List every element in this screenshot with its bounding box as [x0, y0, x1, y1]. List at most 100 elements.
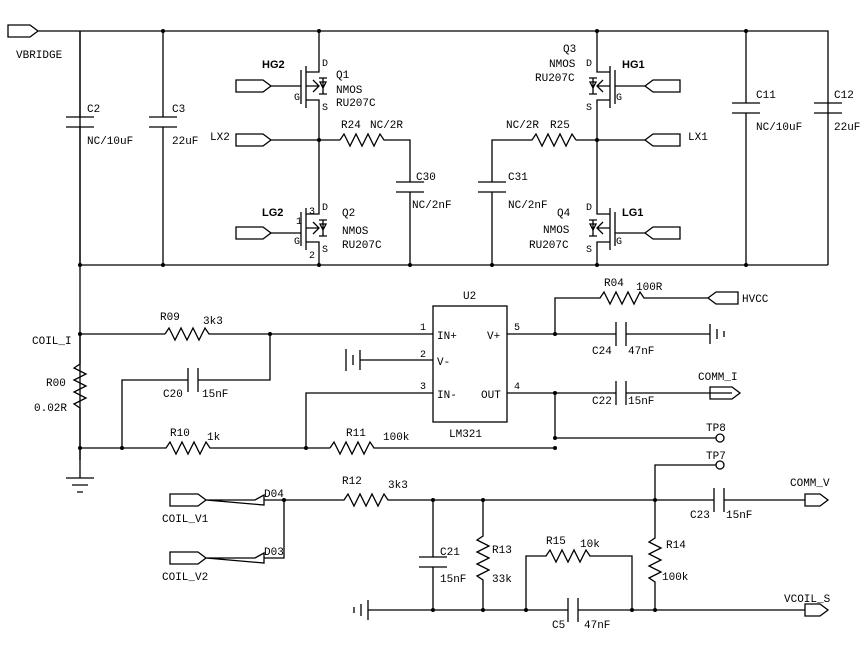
lx2-label: LX2 — [210, 132, 230, 144]
u2-part: LM321 — [449, 429, 482, 441]
r12-value: 3k3 — [388, 480, 408, 492]
c2-ref: C2 — [87, 104, 100, 116]
lg2-port — [235, 226, 273, 240]
u2-opamp — [432, 305, 508, 423]
svg-text:D: D — [586, 203, 592, 214]
q3-mosfet: G D S — [586, 59, 645, 114]
r10-ref: R10 — [170, 428, 190, 440]
r09-ref: R09 — [160, 312, 180, 324]
hg2-port — [235, 79, 273, 93]
r12-ref: R12 — [342, 476, 362, 488]
ground-symbol-1 — [66, 477, 94, 493]
ground-symbol-4 — [353, 600, 369, 620]
c31-ref: C31 — [508, 172, 528, 184]
r14-value: 100k — [662, 572, 689, 584]
c11-ref: C11 — [756, 90, 776, 102]
coil-v1-label: COIL_V1 — [162, 514, 209, 526]
voltage-sense: COIL_V1 COIL_V2 D04 D03 R12 3k3 C21 15nF… — [162, 451, 831, 632]
lx1-label: LX1 — [688, 132, 708, 144]
vbridge-port — [7, 24, 40, 38]
c22-ref: C22 — [592, 396, 612, 408]
q4-part: RU207C — [529, 240, 569, 252]
c5-value: 47nF — [584, 620, 610, 632]
svg-text:V+: V+ — [487, 331, 500, 343]
tp7-testpoint — [715, 460, 725, 470]
lg1-label: LG1 — [622, 207, 643, 219]
vcoil-s-label: VCOIL_S — [784, 594, 831, 606]
c30-ref: C30 — [416, 172, 436, 184]
svg-text:G: G — [294, 93, 300, 104]
svg-text:IN-: IN- — [437, 390, 457, 402]
tp8-testpoint — [715, 433, 725, 443]
lg2-label: LG2 — [262, 207, 283, 219]
hg1-label: HG1 — [622, 59, 645, 71]
q2-mosfet: 1 G 3 2 D S — [271, 203, 328, 262]
r24-ref: R24 — [341, 120, 361, 132]
lx1-port — [643, 133, 681, 147]
coil-i-label: COIL_I — [32, 336, 72, 348]
r11-value: 100k — [383, 432, 410, 444]
svg-text:G: G — [616, 237, 622, 248]
svg-text:V-: V- — [437, 357, 450, 369]
r00-ref: R00 — [46, 378, 66, 390]
svg-text:S: S — [322, 245, 328, 256]
c5-ref: C5 — [552, 620, 565, 632]
r13-value: 33k — [492, 574, 512, 586]
r15-ref: R15 — [546, 536, 566, 548]
c20-value: 15nF — [202, 389, 228, 401]
c22-value: 15nF — [628, 396, 654, 408]
q3-type: NMOS — [549, 59, 576, 71]
r13-ref: R13 — [492, 545, 512, 557]
lg1-port — [643, 226, 681, 240]
r24-value: NC/2R — [370, 120, 403, 132]
r15-value: 10k — [580, 539, 600, 551]
c3-value: 22uF — [172, 136, 198, 148]
r04-ref: R04 — [604, 278, 624, 290]
q4-mosfet: G D S — [586, 203, 645, 256]
svg-text:D: D — [322, 203, 328, 214]
svg-text:G: G — [294, 237, 300, 248]
q2-ref: Q2 — [342, 208, 355, 220]
svg-text:S: S — [586, 245, 592, 256]
vbridge-label: VBRIDGE — [16, 50, 63, 62]
current-sense: COIL_I R00 0.02R R09 3k3 C20 15nF R10 1k… — [32, 263, 769, 493]
r04-value: 100R — [636, 282, 663, 294]
tp8-label: TP8 — [706, 423, 726, 435]
c23-ref: C23 — [690, 510, 710, 522]
hvcc-port — [706, 291, 739, 305]
q1-ref: Q1 — [336, 70, 350, 82]
r00-value: 0.02R — [34, 403, 67, 415]
c21-ref: C21 — [440, 547, 460, 559]
svg-text:2: 2 — [420, 350, 426, 361]
vcoil-s-port — [804, 603, 830, 617]
r10-value: 1k — [207, 432, 221, 444]
svg-text:S: S — [322, 103, 328, 114]
svg-text:D: D — [586, 59, 592, 70]
c2-value: NC/10uF — [87, 136, 133, 148]
svg-text:D: D — [322, 59, 328, 70]
d04-ref: D04 — [264, 489, 284, 501]
r25-ref: R25 — [550, 120, 570, 132]
svg-text:3: 3 — [420, 382, 426, 393]
lx2-port — [235, 133, 273, 147]
c23-value: 15nF — [726, 510, 752, 522]
comm-i-port — [709, 386, 742, 400]
q3-part: RU207C — [535, 73, 575, 85]
r09-value: 3k3 — [203, 316, 223, 328]
q2-type: NMOS — [342, 226, 369, 238]
c12-ref: C12 — [834, 90, 854, 102]
r14-ref: R14 — [666, 540, 686, 552]
svg-text:4: 4 — [514, 382, 520, 393]
q3-ref: Q3 — [563, 44, 576, 56]
h-bridge: VBRIDGE C2 NC/10uF C3 22uF C11 NC/10uF C… — [7, 24, 860, 460]
c11-value: NC/10uF — [756, 122, 802, 134]
q4-ref: Q4 — [557, 208, 571, 220]
ground-symbol-2 — [345, 349, 425, 371]
svg-text:5: 5 — [514, 323, 520, 334]
svg-text:1: 1 — [296, 217, 302, 228]
coil-v2-port — [169, 551, 208, 565]
u2-ref: U2 — [463, 291, 476, 303]
coil-v1-port — [169, 493, 208, 507]
comm-v-port — [804, 493, 830, 507]
q1-part: RU207C — [336, 98, 376, 110]
